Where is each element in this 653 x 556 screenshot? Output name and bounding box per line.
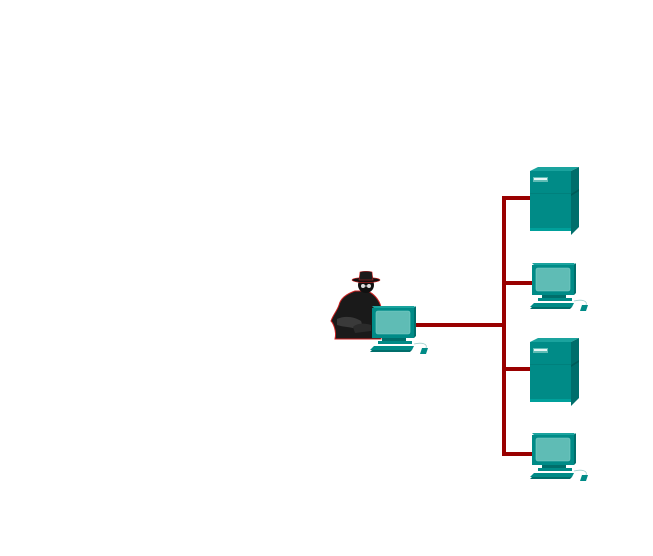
pc-2-icon[interactable] xyxy=(529,432,589,482)
attacker-pc-icon[interactable] xyxy=(369,305,429,355)
server-2-icon[interactable] xyxy=(529,337,580,407)
pc-1-icon[interactable] xyxy=(529,262,589,312)
server-1-icon[interactable] xyxy=(529,166,580,236)
hacker-icon xyxy=(330,270,382,340)
links xyxy=(416,196,536,456)
